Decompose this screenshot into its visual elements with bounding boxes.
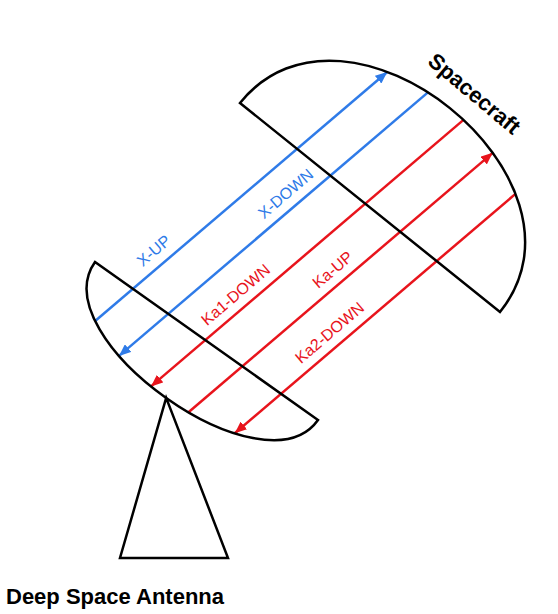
signal-link [119, 92, 428, 355]
link-label: X-UP [133, 232, 174, 271]
antenna-outline [228, 30, 554, 330]
link-label: Ka2-DOWN [292, 298, 368, 366]
link-label: Ka1-DOWN [198, 260, 274, 328]
antenna-node: Spacecraft [228, 30, 554, 330]
antenna-outline [4, 250, 334, 612]
antenna-tripod [120, 398, 228, 558]
signal-link [235, 194, 516, 433]
dish-outline [87, 262, 318, 440]
link-label: Ka-UP [309, 248, 357, 292]
antenna-node: Deep Space Antenna [4, 250, 334, 612]
signal-link [188, 153, 492, 412]
antenna-name: Spacecraft [423, 48, 526, 140]
antenna-name: Deep Space Antenna [6, 584, 224, 610]
signal-link [151, 120, 463, 387]
